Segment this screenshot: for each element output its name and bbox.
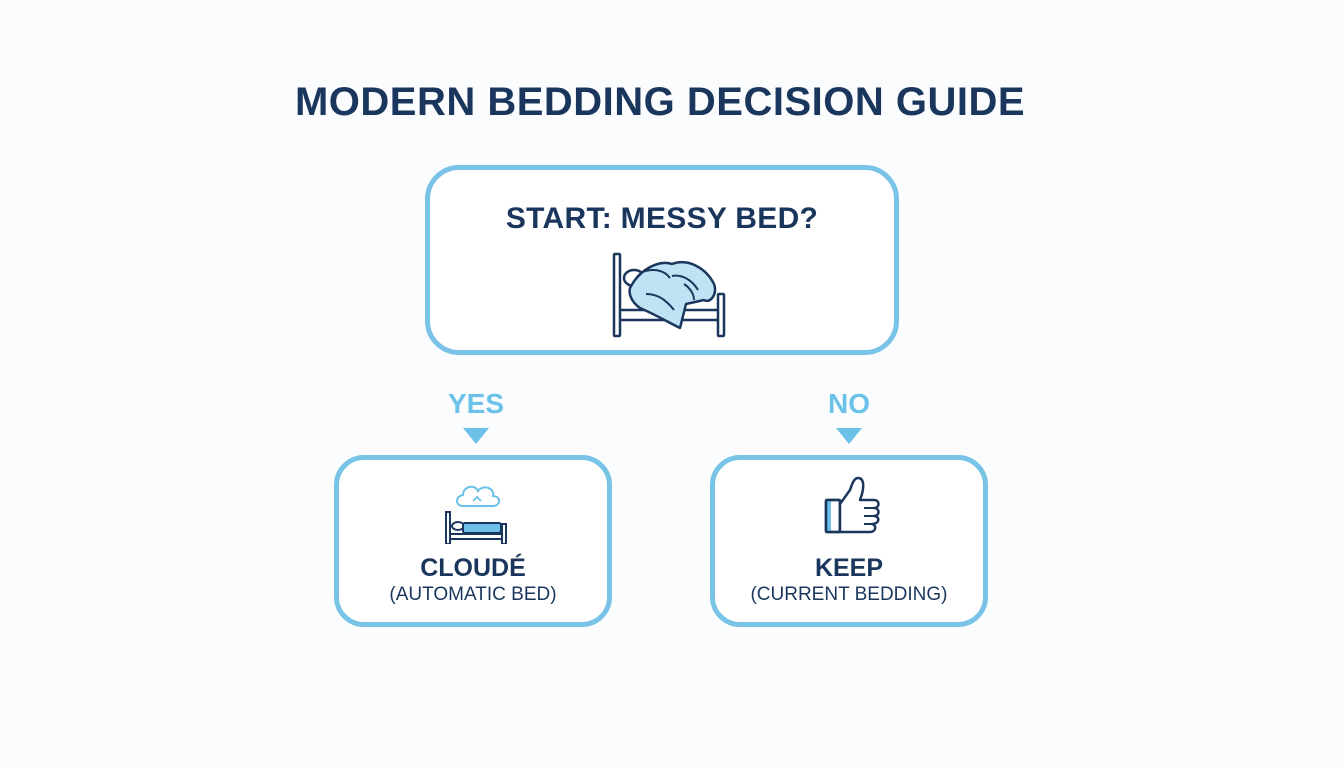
no-option-title: KEEP [814,554,884,582]
page-title: MODERN BEDDING DECISION GUIDE [294,80,1026,124]
messy-bed-icon [612,252,726,338]
no-option-subtitle: (CURRENT BEDDING) [750,584,948,605]
yes-arrow-icon [463,428,489,444]
yes-option-node: CLOUDÉ (AUTOMATIC BED) [334,455,612,627]
start-node-label: START: MESSY BED? [505,202,819,235]
cloud-bed-icon [445,485,507,544]
no-arrow-icon [836,428,862,444]
no-branch-label: NO [828,388,870,419]
yes-option-subtitle: (AUTOMATIC BED) [389,584,557,605]
yes-option-title: CLOUDÉ [420,554,526,582]
yes-branch-label: YES [447,388,505,419]
start-node: START: MESSY BED? [425,165,899,355]
thumbs-up-icon [824,476,880,534]
no-option-node: KEEP (CURRENT BEDDING) [710,455,988,627]
